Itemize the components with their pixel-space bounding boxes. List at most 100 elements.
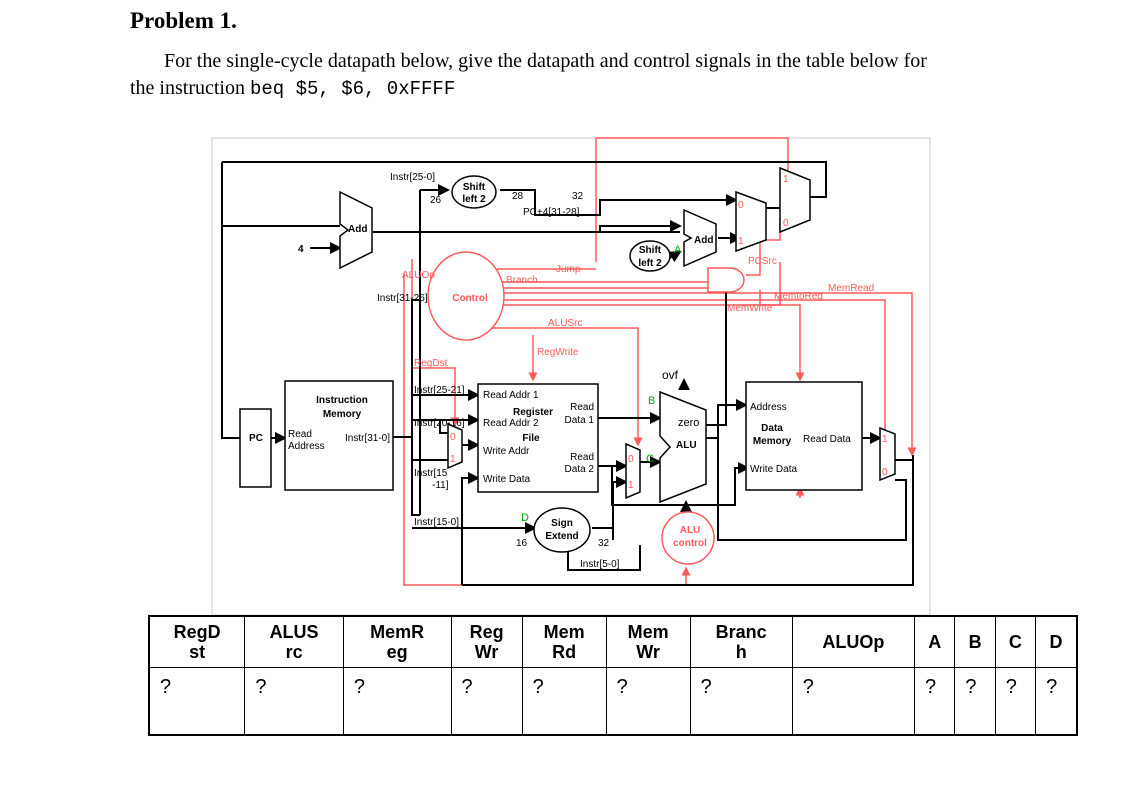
cell-b[interactable]: ? [954, 667, 996, 736]
ovf-label: ovf [662, 368, 679, 382]
extend-label: Extend [545, 531, 578, 542]
datapath-wires [221, 161, 914, 586]
branch-shift-label-1: Shift [639, 245, 662, 256]
problem-statement: For the single-cycle datapath below, giv… [130, 48, 1090, 103]
file-label: File [522, 433, 540, 444]
pc4-label: PC+4[31-28] [523, 207, 580, 218]
instruction-memory: Instruction Memory Read Address Instr[31… [284, 380, 394, 491]
pc-label: PC [249, 433, 263, 444]
header-d: D [1035, 615, 1078, 668]
n16-label: 16 [516, 538, 528, 549]
header-c: C [994, 615, 1037, 668]
read-data2-label-1: Read [570, 452, 594, 463]
alu-control: ALU control [661, 511, 715, 565]
jump-label: Jump [556, 264, 581, 275]
cell-regdst[interactable]: ? [148, 667, 246, 736]
instr20-16-label: Instr[20-16] [414, 418, 465, 429]
address-label: Address [750, 402, 787, 413]
pcsrc-mux-0: 0 [738, 200, 744, 211]
alu-control-label-2: control [673, 538, 707, 549]
dm-write-data-label: Write Data [750, 464, 797, 475]
pc-adder: Add 4 [298, 190, 373, 270]
instr15-11-label-2: -11] [432, 480, 449, 491]
alusrc-mux-0: 0 [628, 454, 634, 465]
read-addr2-label: Read Addr 2 [483, 418, 539, 429]
control-unit: Control Instr[31-26] ALUOp Branch Jump A… [377, 251, 874, 369]
branch-adder: Add [683, 208, 717, 268]
table-row: ? ? ? ? ? ? ? ? ? ? ? ? [148, 667, 1078, 736]
data-label: Data [761, 423, 783, 434]
register-file: Read Addr 1 Read Addr 2 Register File Wr… [477, 383, 599, 493]
add-label: Add [348, 224, 367, 235]
pc-register: PC [239, 408, 272, 488]
cell-c[interactable]: ? [994, 667, 1037, 736]
n26-label: 26 [430, 195, 442, 206]
regdst-mux-1: 1 [450, 454, 456, 465]
cell-a[interactable]: ? [914, 667, 956, 736]
cell-regwr[interactable]: ? [450, 667, 523, 736]
cell-memwr[interactable]: ? [605, 667, 691, 736]
jump-mux-1: 1 [783, 174, 789, 185]
cell-alusrc[interactable]: ? [244, 667, 344, 736]
memtoreg-mux-0: 0 [882, 467, 888, 478]
cell-branch[interactable]: ? [689, 667, 793, 736]
branch-and-gate [707, 267, 745, 293]
instr25-21-label: Instr[25-21] [414, 385, 465, 396]
jump-mux-0: 0 [783, 218, 789, 229]
read-address-label-1: Read [288, 429, 312, 440]
cell-aluop[interactable]: ? [791, 667, 916, 736]
signal-b-label: B [648, 395, 655, 407]
read-data2-label-2: Data 2 [565, 464, 595, 475]
cell-d[interactable]: ? [1035, 667, 1078, 736]
imem-label-1: Instruction [316, 395, 368, 406]
imem-label-2: Memory [323, 409, 362, 420]
regdst-label: RegDst [414, 358, 448, 369]
problem-title: Problem 1. [130, 8, 237, 33]
signal-c-label: C [646, 453, 654, 465]
control-label: Control [452, 293, 488, 304]
memory-label: Memory [753, 436, 792, 447]
header-a: A [914, 615, 956, 668]
jump-mux: 1 0 [779, 166, 811, 234]
n28-label: 28 [512, 191, 524, 202]
header-aluop: ALUOp [791, 615, 916, 668]
aluop-label: ALUOp [402, 270, 435, 281]
branch-label: Branch [506, 275, 538, 286]
read-data1-label-1: Read [570, 402, 594, 413]
four-label: 4 [298, 244, 304, 255]
alu-control-label-1: ALU [680, 525, 701, 536]
shift-label-1: Shift [463, 182, 486, 193]
instr15-11-label-1: Instr[15 [414, 468, 448, 479]
sign-extend: Sign Extend 16 32 Instr[5-0] D [516, 507, 620, 570]
pcsrc-mux: 0 1 PCSrc [735, 190, 777, 267]
cell-memrd[interactable]: ? [521, 667, 607, 736]
alu: ALU zero ovf [659, 368, 707, 504]
instr15-0-label: Instr[15-0] [414, 517, 459, 528]
instruction-code: beq $5, $6, 0xFFFF [249, 78, 456, 100]
cell-memreg[interactable]: ? [342, 667, 452, 736]
signal-d-label: D [521, 512, 529, 524]
prompt-line-2-text: the instruction [130, 77, 250, 99]
memread-label: MemRead [828, 283, 874, 294]
read-addr1-label: Read Addr 1 [483, 390, 539, 401]
alu-label: ALU [676, 440, 697, 451]
sign-label: Sign [551, 518, 573, 529]
prompt-line-1: For the single-cycle datapath below, giv… [164, 50, 927, 72]
header-b: B [954, 615, 996, 668]
branch-add-label: Add [694, 235, 713, 246]
write-addr-label: Write Addr [483, 446, 530, 457]
n32b-label: 32 [598, 538, 610, 549]
regwrite-label: RegWrite [537, 347, 579, 358]
read-address-label-2: Address [288, 441, 325, 452]
data-memory: Address Data Memory Read Data Write Data [745, 381, 863, 491]
memtoreg-mux: 1 0 [879, 426, 896, 482]
prompt-line-2: the instruction beq $5, $6, 0xFFFF [130, 75, 1090, 103]
read-data-label: Read Data [803, 434, 851, 445]
n32-label: 32 [572, 191, 584, 202]
